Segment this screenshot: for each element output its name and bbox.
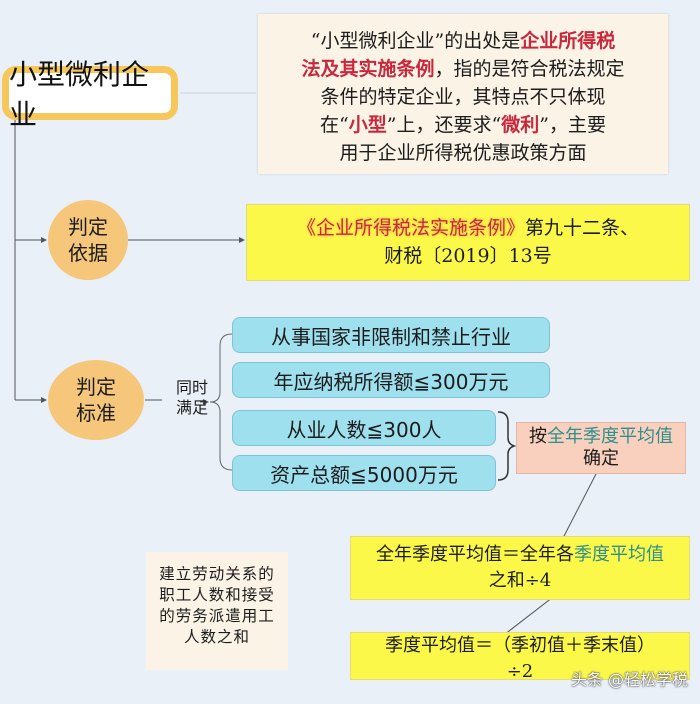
simultaneous-connector: 同时 满足 — [176, 378, 208, 418]
root-label: 小型微利企业 — [9, 58, 150, 131]
criterion-employees: 从业人数≦300人 — [232, 410, 496, 446]
average-note-text: 确定 — [583, 448, 619, 469]
criterion-industry: 从事国家非限制和禁止行业 — [232, 317, 550, 353]
basis-node-label: 依据 — [68, 241, 108, 265]
criterion-label: 年应纳税所得额≦300万元 — [273, 369, 509, 394]
definition-text: ，指的是符合税法规定 — [434, 58, 625, 80]
formula-text: 季度平均值＝（季初值＋季末值） — [385, 635, 655, 656]
quarter-average-formula: 季度平均值＝（季初值＋季末值） ÷2 — [350, 632, 690, 682]
basis-regulation: 《企业所得税法实施条例》 — [296, 217, 525, 239]
note-text: 的劳务派遣用工 — [159, 607, 275, 625]
standard-node-label: 标准 — [76, 401, 116, 425]
root-node: 小型微利企业 — [2, 58, 178, 131]
annual-average-formula: 全年季度平均值＝全年各季度平均值 之和÷4 — [350, 536, 690, 600]
criterion-label: 资产总额≦5000万元 — [270, 462, 458, 487]
definition-highlight: 小型 — [348, 114, 387, 136]
definition-text: “小型微利企业”的出处是 — [310, 30, 521, 52]
definition-highlight: 微利 — [501, 114, 540, 136]
definition-text: 在“ — [320, 114, 349, 136]
definition-text: 条件的特定企业，其特点不只体现 — [320, 86, 606, 108]
connector-label: 满足 — [176, 398, 209, 417]
criterion-label: 从业人数≦300人 — [286, 417, 442, 442]
average-note-highlight: 全年季度平均值 — [547, 426, 673, 447]
basis-document: 财税〔2019〕13号 — [384, 245, 552, 267]
formula-highlight: 季度平均值 — [574, 544, 664, 565]
criterion-label: 从事国家非限制和禁止行业 — [271, 324, 511, 349]
note-text: 人数之和 — [183, 628, 250, 646]
basis-article: 第九十二条、 — [525, 217, 640, 239]
formula-text: 全年季度平均值＝全年各 — [376, 544, 574, 565]
watermark: 头条 @轻松学税 — [570, 670, 688, 689]
criterion-assets: 资产总额≦5000万元 — [232, 455, 496, 491]
formula-text: 之和÷4 — [488, 570, 552, 591]
criterion-taxable-income: 年应纳税所得额≦300万元 — [232, 362, 550, 398]
note-text: 职工人数和接受 — [159, 586, 275, 604]
standard-node-label: 判定 — [76, 375, 116, 399]
annual-average-note: 按全年季度平均值 确定 — [516, 422, 686, 474]
employee-count-note: 建立劳动关系的 职工人数和接受 的劳务派遣用工 人数之和 — [146, 552, 288, 670]
connector-label: 同时 — [176, 378, 209, 397]
definition-text: 用于企业所得税优惠政策方面 — [339, 142, 587, 164]
definition-text: ”上，还要求“ — [386, 114, 502, 136]
definition-box: “小型微利企业”的出处是企业所得税 法及其实施条例，指的是符合税法规定 条件的特… — [258, 14, 668, 174]
standard-node: 判定 标准 — [48, 360, 144, 440]
basis-box: 《企业所得税法实施条例》第九十二条、 财税〔2019〕13号 — [246, 204, 690, 281]
definition-text: ”，主要 — [539, 114, 606, 136]
formula-text: ÷2 — [506, 661, 534, 682]
definition-highlight: 法及其实施条例 — [301, 58, 435, 80]
definition-highlight: 企业所得税 — [520, 30, 616, 52]
basis-node: 判定 依据 — [48, 200, 128, 280]
basis-node-label: 判定 — [68, 215, 108, 239]
note-text: 建立劳动关系的 — [159, 565, 275, 583]
average-note-text: 按 — [529, 426, 547, 447]
